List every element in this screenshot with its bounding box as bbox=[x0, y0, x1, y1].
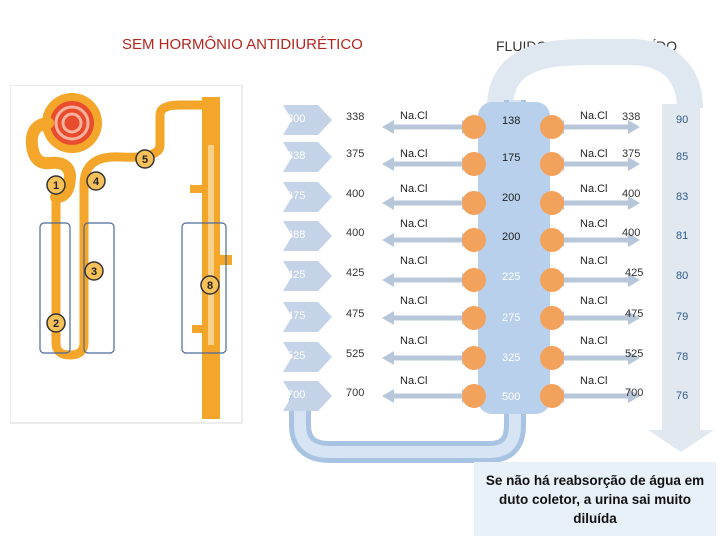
nacl-pump-icon bbox=[462, 306, 486, 330]
interstitial-inner-value: 425 bbox=[346, 267, 364, 279]
nacl-pump-icon bbox=[540, 306, 564, 330]
nacl-pump-icon bbox=[540, 152, 564, 176]
arrow-head bbox=[382, 120, 394, 134]
duct-value: 79 bbox=[676, 311, 688, 323]
arrow-head bbox=[382, 196, 394, 210]
nacl-pump-icon bbox=[462, 228, 486, 252]
nacl-label-right: Na.Cl bbox=[580, 183, 608, 195]
nacl-label-left: Na.Cl bbox=[400, 183, 428, 195]
loop-arrow-top bbox=[500, 52, 690, 108]
tubular-value: 138 bbox=[502, 115, 520, 127]
nacl-pump-icon bbox=[462, 384, 486, 408]
tubular-value: 275 bbox=[502, 312, 520, 324]
nacl-label-left: Na.Cl bbox=[400, 148, 428, 160]
duct-value: 81 bbox=[676, 230, 688, 242]
interstitial-left-value: 525 bbox=[287, 350, 305, 362]
interstitial-right-value: 400 bbox=[622, 227, 640, 239]
arrow-head bbox=[382, 311, 394, 325]
interstitial-inner-value: 475 bbox=[346, 308, 364, 320]
interstitial-right-value: 700 bbox=[625, 387, 643, 399]
nacl-label-left: Na.Cl bbox=[400, 255, 428, 267]
interstitial-inner-value: 525 bbox=[346, 348, 364, 360]
interstitial-left-value: 700 bbox=[287, 389, 305, 401]
segment-badge-label: 8 bbox=[207, 280, 213, 292]
segment-badge-label: 1 bbox=[53, 180, 59, 192]
nacl-label-left: Na.Cl bbox=[400, 335, 428, 347]
diluted-urine-note: Se não há reabsorção de água em duto col… bbox=[474, 462, 716, 536]
nacl-label-right: Na.Cl bbox=[580, 255, 608, 267]
nacl-pump-icon bbox=[462, 268, 486, 292]
interstitial-left-value: 388 bbox=[287, 229, 305, 241]
interstitial-right-value: 425 bbox=[625, 267, 643, 279]
tubular-value: 200 bbox=[502, 231, 520, 243]
nacl-label-left: Na.Cl bbox=[400, 295, 428, 307]
interstitial-right-value: 525 bbox=[625, 348, 643, 360]
nacl-pump-icon bbox=[540, 228, 564, 252]
nacl-pump-icon bbox=[540, 346, 564, 370]
duct-value: 78 bbox=[676, 351, 688, 363]
interstitial-inner-value: 375 bbox=[346, 148, 364, 160]
nephron-schematic: 5 1 4 3 2 8 bbox=[10, 85, 246, 425]
nacl-label-right: Na.Cl bbox=[580, 295, 608, 307]
duct-value: 85 bbox=[676, 151, 688, 163]
interstitial-left-value: 338 bbox=[287, 150, 305, 162]
interstitial-right-value: 475 bbox=[625, 308, 643, 320]
nacl-label-left: Na.Cl bbox=[400, 375, 428, 387]
interstitial-inner-value: 338 bbox=[346, 111, 364, 123]
interstitial-inner-value: 700 bbox=[346, 387, 364, 399]
segment-badge-label: 4 bbox=[93, 176, 100, 188]
interstitial-right-value: 338 bbox=[622, 111, 640, 123]
nacl-label-right: Na.Cl bbox=[580, 148, 608, 160]
nacl-pump-icon bbox=[540, 115, 564, 139]
nacl-pump-icon bbox=[462, 115, 486, 139]
nacl-label-left: Na.Cl bbox=[400, 110, 428, 122]
nacl-label-right: Na.Cl bbox=[580, 110, 608, 122]
tubular-value: 225 bbox=[502, 271, 520, 283]
duct-value: 80 bbox=[676, 270, 688, 282]
segment-badge-label: 2 bbox=[53, 318, 59, 330]
tubule-column bbox=[478, 102, 550, 414]
tubular-value: 200 bbox=[502, 192, 520, 204]
nacl-label-right: Na.Cl bbox=[580, 335, 608, 347]
tubular-value: 500 bbox=[502, 391, 520, 403]
segment-badge-label: 3 bbox=[91, 266, 97, 278]
interstitial-left-value: 425 bbox=[287, 269, 305, 281]
duct-value: 83 bbox=[676, 191, 688, 203]
arrow-head bbox=[382, 157, 394, 171]
nacl-pump-icon bbox=[462, 152, 486, 176]
arrow-head bbox=[382, 273, 394, 287]
arrow-head bbox=[382, 233, 394, 247]
nacl-pump-icon bbox=[462, 191, 486, 215]
interstitial-left-value: 375 bbox=[287, 190, 305, 202]
segment-badge-label: 5 bbox=[142, 154, 148, 166]
interstitial-right-value: 400 bbox=[622, 188, 640, 200]
tubular-value: 175 bbox=[502, 152, 520, 164]
interstitial-inner-value: 400 bbox=[346, 227, 364, 239]
nacl-pump-icon bbox=[540, 268, 564, 292]
arrow-head bbox=[382, 389, 394, 403]
tubular-value: 325 bbox=[502, 352, 520, 364]
interstitial-inner-value: 400 bbox=[346, 188, 364, 200]
nacl-pump-icon bbox=[540, 384, 564, 408]
interstitial-left-value: 475 bbox=[287, 310, 305, 322]
duct-value: 90 bbox=[676, 114, 688, 126]
nacl-label-left: Na.Cl bbox=[400, 218, 428, 230]
nacl-pump-icon bbox=[540, 191, 564, 215]
duct-value: 76 bbox=[676, 390, 688, 402]
nacl-pump-icon bbox=[462, 346, 486, 370]
interstitial-left-value: 300 bbox=[287, 113, 305, 125]
interstitial-right-value: 375 bbox=[622, 148, 640, 160]
nacl-label-right: Na.Cl bbox=[580, 375, 608, 387]
nacl-label-right: Na.Cl bbox=[580, 218, 608, 230]
arrow-head bbox=[382, 351, 394, 365]
